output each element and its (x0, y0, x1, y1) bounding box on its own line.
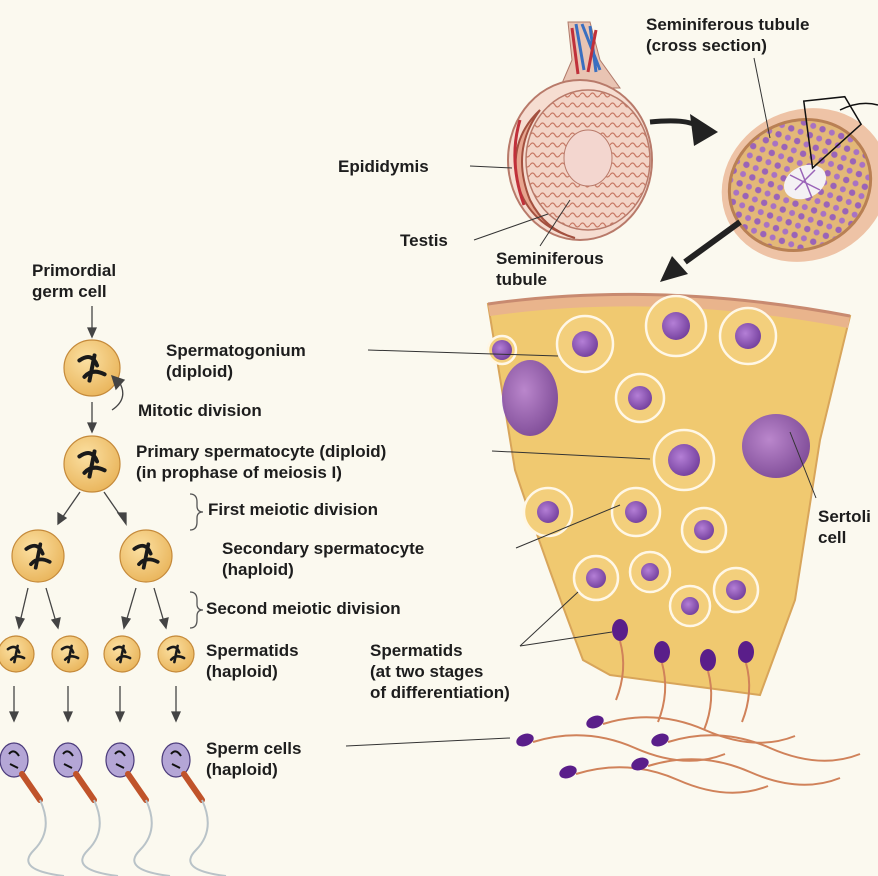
testis-illustration (508, 22, 652, 240)
free-sperm (649, 731, 860, 760)
germ-cell (488, 336, 516, 364)
sperm-cells-label: Sperm cells (haploid) (206, 738, 301, 780)
secondary-spermatocyte-cell (12, 530, 64, 582)
sperm-cell (106, 743, 170, 876)
germ-cell (714, 568, 758, 612)
spermatids-two-stages-label: Spermatids (at two stages of differentia… (370, 640, 510, 703)
germ-cell (654, 430, 714, 490)
germ-cell (646, 296, 706, 356)
germ-cell (670, 586, 710, 626)
second-meiotic-division-label: Second meiotic division (206, 598, 401, 619)
germ-cell (524, 488, 572, 536)
germ-cell (720, 308, 776, 364)
primary-spermatocyte-label: Primary spermatocyte (diploid) (in proph… (136, 441, 386, 483)
seminiferous-cross-section-label: Seminiferous tubule (cross section) (646, 14, 809, 56)
spermatid-cell (104, 636, 140, 672)
free-sperm (584, 713, 795, 742)
primordial-germ-cell (64, 340, 120, 396)
mitotic-division-label: Mitotic division (138, 400, 262, 421)
sertoli-cell (742, 414, 810, 478)
primordial-germ-cell-label: Primordial germ cell (32, 260, 116, 302)
first-meiotic-division-label: First meiotic division (208, 499, 378, 520)
second-meiotic-brace (190, 592, 203, 628)
spermatid-cell (0, 636, 34, 672)
germ-cell (557, 316, 613, 372)
tubule-cross-section (696, 81, 878, 289)
first-meiotic-brace (190, 494, 203, 530)
germ-cell (682, 508, 726, 552)
testis-label: Testis (400, 230, 448, 251)
sertoli-cell (502, 360, 558, 436)
primary-spermatocyte-cell (64, 436, 120, 492)
spermatid-cell (52, 636, 88, 672)
spermatid-cell (158, 636, 194, 672)
germ-cell (616, 374, 664, 422)
epididymis-label: Epididymis (338, 156, 429, 177)
germ-cell (630, 552, 670, 592)
seminiferous-tubule-label: Seminiferous tubule (496, 248, 604, 290)
spermatids-haploid-label: Spermatids (haploid) (206, 640, 299, 682)
spermatogonium-label: Spermatogonium (diploid) (166, 340, 306, 382)
sertoli-cell-label: Sertoli cell (818, 506, 878, 548)
germ-cell (574, 556, 618, 600)
germ-cell (612, 488, 660, 536)
secondary-spermatocyte-cell (120, 530, 172, 582)
secondary-spermatocyte-label: Secondary spermatocyte (haploid) (222, 538, 424, 580)
